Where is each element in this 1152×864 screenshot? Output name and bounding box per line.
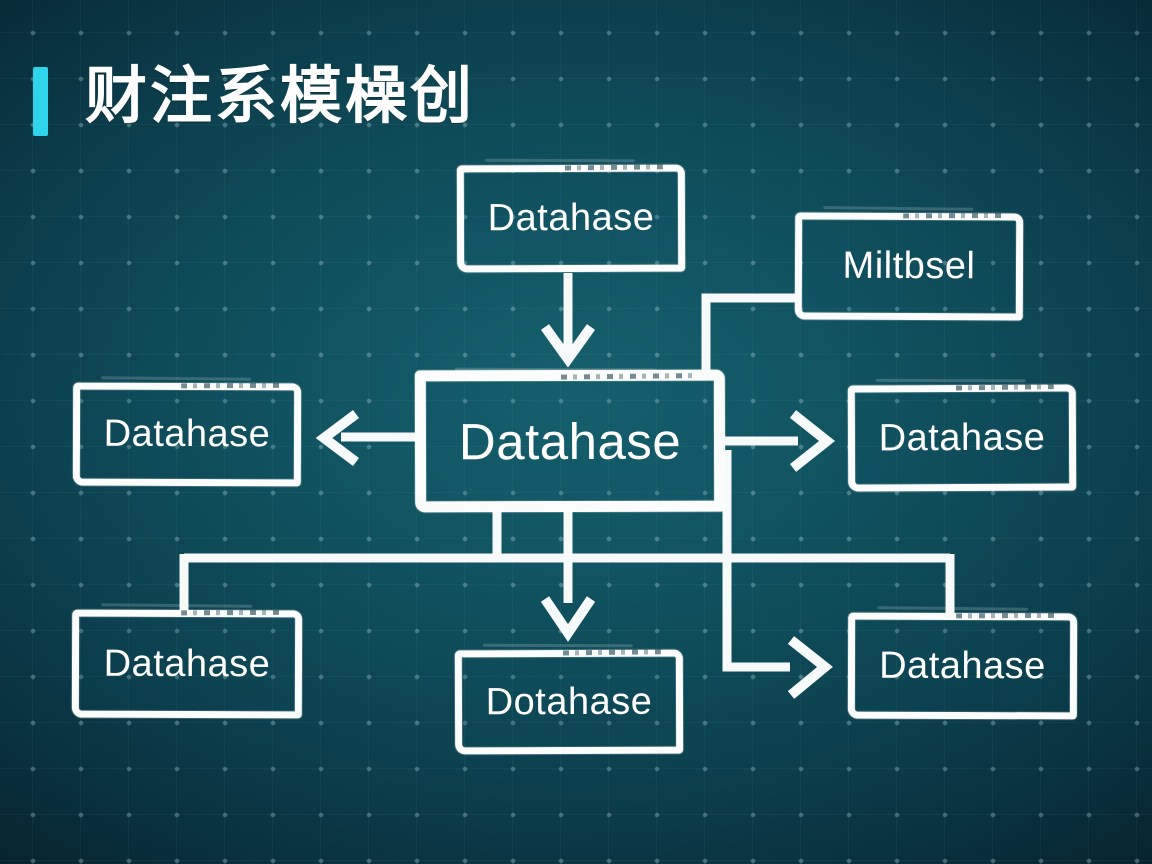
- arrowhead-left: [315, 410, 359, 466]
- diagram-node-bottom-right: Datahase: [847, 612, 1078, 720]
- node-label: Datahase: [878, 416, 1046, 459]
- page-title: 财注系模橾创: [85, 62, 476, 131]
- diagram-node-bottom-center: Dotahase: [454, 649, 684, 755]
- arrowhead-right-mid: [789, 410, 836, 472]
- arrowhead-down-bottom: [540, 596, 596, 642]
- node-label: Miltbsel: [842, 244, 976, 288]
- node-label: Datahase: [103, 642, 271, 685]
- node-label: Dotahase: [485, 680, 653, 723]
- slide-header: 财注系模橾创: [33, 64, 475, 136]
- title-accent-bar: [33, 67, 48, 136]
- edge-side-to-center-elbow: [701, 293, 795, 371]
- arrowhead-right-bottom: [787, 636, 833, 699]
- node-label: Datahase: [103, 412, 271, 456]
- diagram-node-center: Datahase: [414, 369, 726, 513]
- diagram-node-mid-right: Datahase: [847, 384, 1077, 492]
- diagram-node-top: Datahase: [456, 164, 686, 273]
- node-label: Datahase: [487, 196, 655, 240]
- edge-center-to-bottomright-elbow: [722, 450, 790, 672]
- diagram-node-mid-left: Datahase: [72, 382, 302, 487]
- diagram-node-bottom-left: Datahase: [71, 609, 303, 719]
- arrowhead-down-top: [540, 324, 596, 368]
- node-label: Datahase: [879, 644, 1046, 687]
- node-label: Datahase: [458, 412, 682, 470]
- diagram-node-side-top-right: Miltbsel: [794, 212, 1024, 321]
